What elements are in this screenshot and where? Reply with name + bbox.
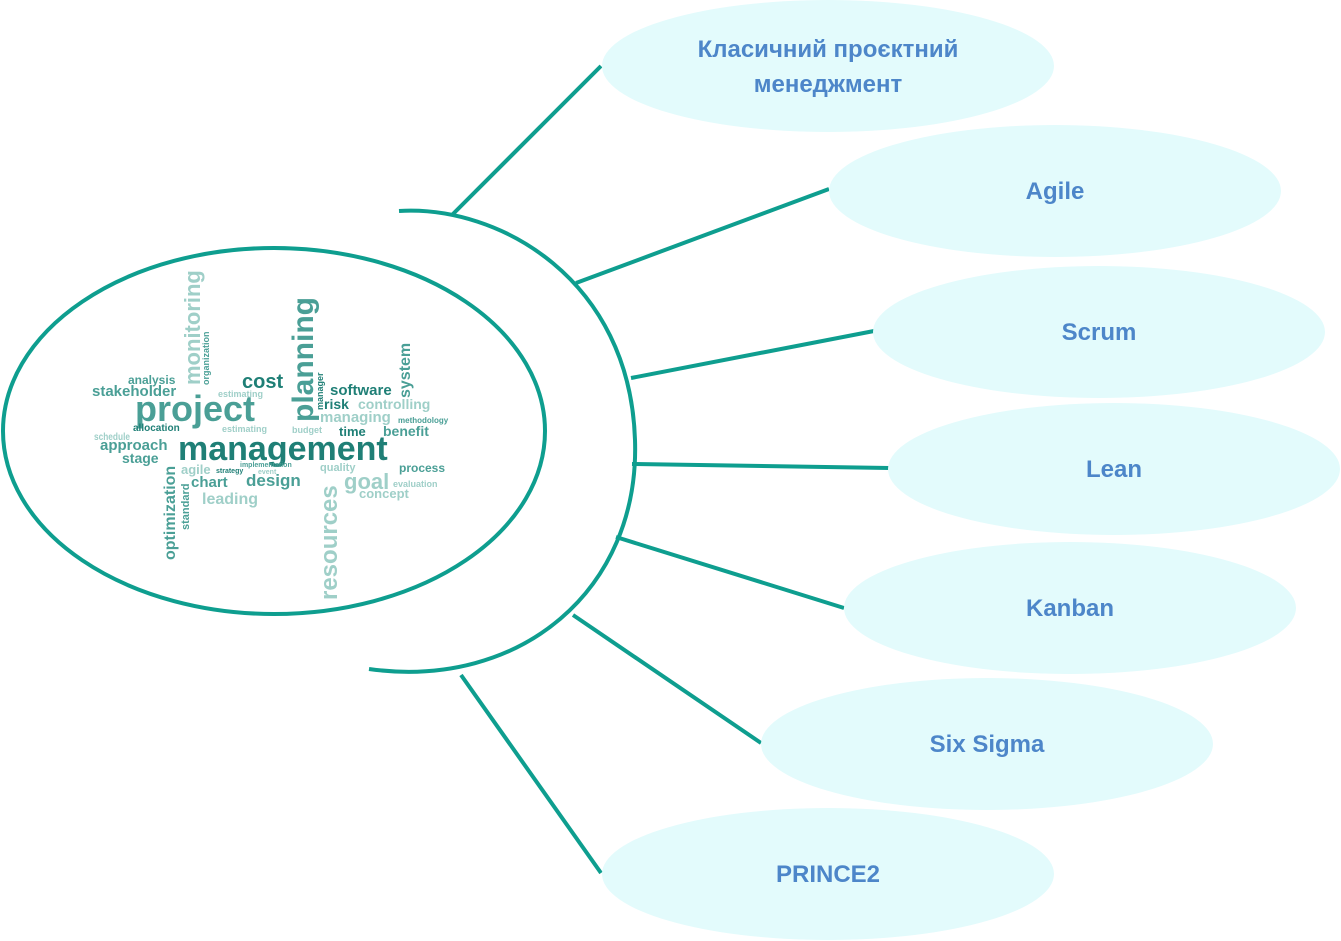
- word-benefit: benefit: [383, 423, 429, 439]
- node-scrum-bubble: [873, 266, 1325, 398]
- node-classic-pm-label-line2: менеджмент: [754, 71, 903, 98]
- connector-line-kanban: [615, 535, 845, 610]
- word-budget: budget: [292, 425, 322, 435]
- word-optimization: optimization: [162, 466, 179, 560]
- node-agile-label: Agile: [1026, 178, 1085, 205]
- word-manager: manager: [315, 372, 325, 410]
- word-chart: chart: [191, 474, 228, 491]
- connectors: [450, 64, 890, 875]
- node-classic-pm-bubble: [602, 0, 1054, 132]
- node-six-sigma-bubble: [761, 678, 1213, 810]
- word-cloud-icon: monitoring organization planning manager…: [92, 270, 449, 600]
- word-concept: concept: [359, 486, 410, 501]
- word-analysis: analysis: [128, 373, 176, 387]
- node-agile: Agile: [829, 125, 1281, 257]
- word-implementation: implementation: [240, 462, 292, 469]
- word-monitoring: monitoring: [180, 270, 205, 385]
- word-agile: agile: [181, 462, 211, 477]
- word-standard: standard: [180, 484, 192, 530]
- word-software: software: [330, 382, 392, 399]
- word-organization: organization: [201, 332, 211, 386]
- node-classic-pm: Класичний проєктний менеджмент: [602, 0, 1054, 132]
- word-resources: resources: [316, 485, 343, 600]
- node-prince2-bubble: [602, 808, 1054, 940]
- word-process: process: [399, 461, 445, 475]
- node-classic-pm-label-line1: Класичний проєктний: [698, 36, 959, 63]
- word-stakeholder: stakeholder: [92, 383, 176, 400]
- word-time: time: [339, 424, 366, 439]
- node-lean-bubble: [888, 403, 1340, 535]
- word-leading: leading: [202, 491, 258, 508]
- word-design: design: [246, 471, 301, 490]
- connector-line-lean: [631, 462, 890, 470]
- connector-line-classic: [450, 64, 603, 217]
- node-lean: Lean: [888, 403, 1340, 535]
- word-strategy: strategy: [216, 468, 243, 475]
- word-management: management: [178, 430, 388, 468]
- node-prince2-label: PRINCE2: [776, 861, 880, 888]
- word-goal: goal: [344, 469, 389, 494]
- word-allocation: allocation: [133, 423, 180, 434]
- bracket-arc: [368, 208, 638, 674]
- connector-line-scrum: [630, 329, 875, 380]
- word-event: event: [258, 469, 277, 476]
- node-kanban: Kanban: [844, 542, 1296, 674]
- node-kanban-bubble: [844, 542, 1296, 674]
- connector-line-agile: [575, 187, 830, 285]
- word-planning: planning: [287, 297, 320, 422]
- center-ellipse: [1, 246, 547, 616]
- word-methodology: methodology: [398, 416, 449, 425]
- node-scrum-label: Scrum: [1062, 319, 1137, 346]
- node-six-sigma: Six Sigma: [761, 678, 1213, 810]
- word-stage: stage: [122, 450, 159, 466]
- connector-line-prince2: [459, 673, 603, 875]
- word-estimating: estimating: [222, 424, 267, 434]
- node-kanban-label: Kanban: [1026, 595, 1114, 622]
- word-quality: quality: [320, 462, 356, 474]
- word-controlling: controlling: [358, 396, 430, 412]
- word-evaluation: evaluation: [393, 479, 438, 489]
- word-system: system: [397, 343, 414, 398]
- node-agile-bubble: [829, 125, 1281, 257]
- node-lean-label: Lean: [1086, 456, 1142, 483]
- node-scrum: Scrum: [873, 266, 1325, 398]
- node-prince2: PRINCE2: [602, 808, 1054, 940]
- word-project: project: [135, 388, 255, 429]
- word-schedule: schedule: [94, 432, 130, 443]
- word-risk: risk: [324, 396, 349, 412]
- word-estimating-top: estimating: [218, 389, 263, 399]
- word-cost: cost: [242, 371, 283, 393]
- connector-line-six-sigma: [571, 613, 763, 745]
- node-six-sigma-label: Six Sigma: [930, 731, 1045, 758]
- word-approach: approach: [100, 437, 168, 454]
- word-managing: managing: [320, 409, 391, 426]
